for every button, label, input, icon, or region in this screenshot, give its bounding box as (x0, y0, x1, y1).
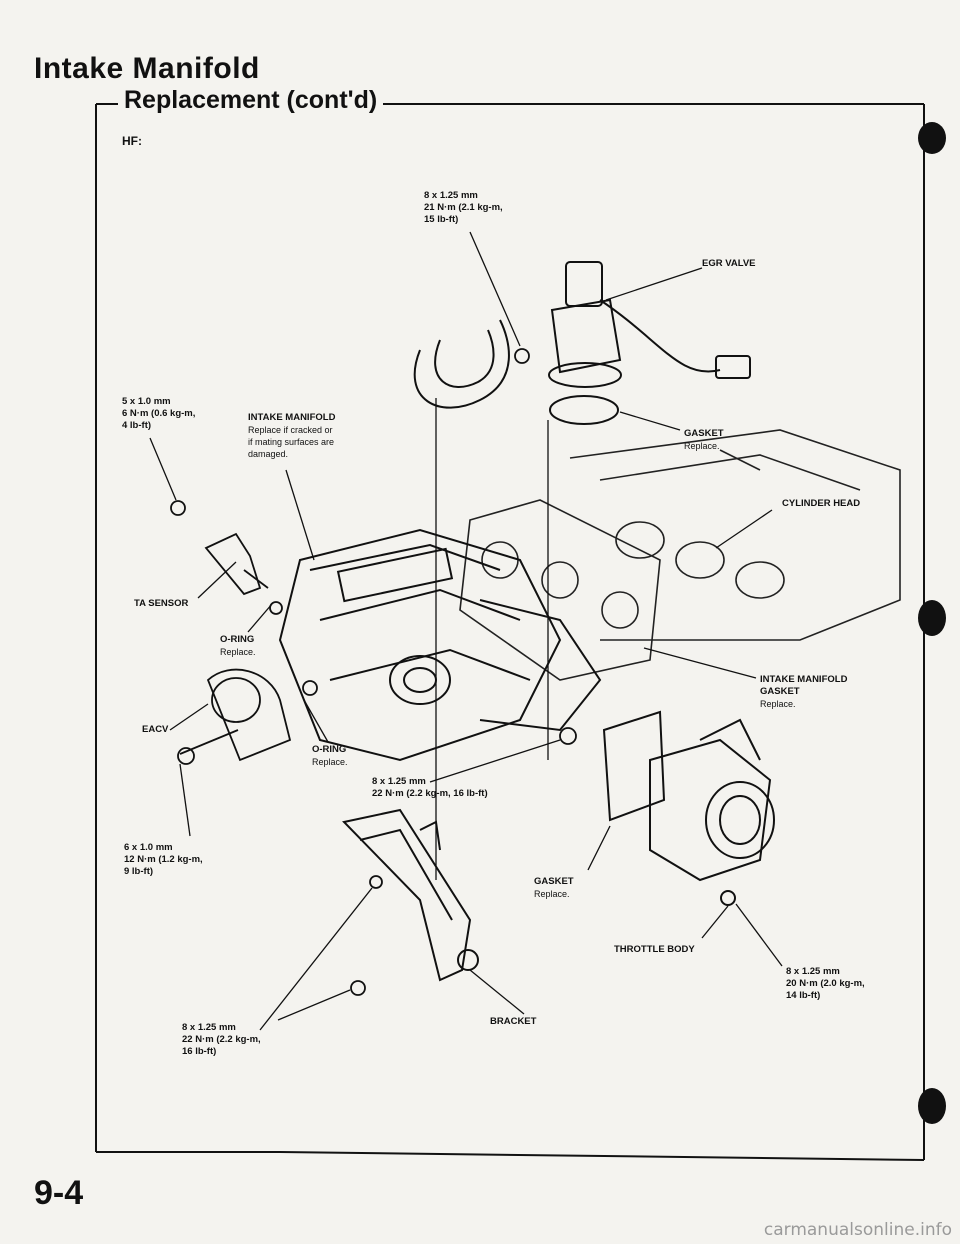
callout-eacv-bolt: 6 x 1.0 mm 12 N·m (1.2 kg-m, 9 lb-ft) (124, 842, 203, 877)
page-number: 9-4 (34, 1174, 84, 1212)
callout-eacv: EACV (142, 724, 169, 735)
throttle-body-drawing (602, 710, 775, 906)
callout-gasket-tb: GASKET Replace. (534, 876, 574, 899)
binder-marks (918, 122, 946, 1124)
egr-valve-drawing (548, 261, 751, 425)
leader-lines (149, 231, 783, 1031)
callout-ta-sensor: TA SENSOR (134, 598, 189, 609)
callout-tb-nut: 8 x 1.25 mm 22 N·m (2.2 kg-m, 16 lb-ft) (372, 776, 488, 799)
page-title: Intake Manifold (34, 52, 260, 85)
callout-egr-bolt: 8 x 1.25 mm 21 N·m (2.1 kg-m, 15 lb-ft) (424, 190, 503, 225)
callout-egr-valve: EGR VALVE (702, 258, 756, 269)
callout-tb-bolt: 8 x 1.25 mm 20 N·m (2.0 kg-m, 14 lb-ft) (786, 966, 865, 1001)
callout-gasket-egr: GASKET Replace. (684, 428, 724, 451)
watermark: carmanualsonline.info (763, 1220, 952, 1240)
page-frame (95, 103, 925, 1161)
callout-throttle-body: THROTTLE BODY (614, 944, 695, 955)
ta-sensor-drawing (204, 532, 269, 596)
callout-oring-2: O-RING Replace. (312, 744, 348, 767)
callout-ta-bolt: 5 x 1.0 mm 6 N·m (0.6 kg-m, 4 lb-ft) (122, 396, 196, 431)
callout-manifold-gasket: INTAKE MANIFOLD GASKET Replace. (760, 674, 848, 709)
callout-bracket-bolt: 8 x 1.25 mm 22 N·m (2.2 kg-m, 16 lb-ft) (182, 1022, 261, 1057)
bracket-drawing (342, 808, 479, 982)
callout-oring-1: O-RING Replace. (220, 634, 256, 657)
fasteners (170, 348, 577, 996)
egr-hose-drawing (413, 319, 510, 409)
intake-manifold-drawing (278, 528, 602, 762)
manifold-gasket-drawing (459, 499, 661, 681)
variant-label: HF: (122, 134, 142, 148)
callout-cylinder-head: CYLINDER HEAD (782, 498, 861, 509)
cylinder-head-drawing (569, 429, 901, 641)
eacv-drawing (179, 668, 292, 762)
callout-intake-manifold: INTAKE MANIFOLD Replace if cracked or if… (248, 412, 336, 459)
callout-bracket: BRACKET (490, 1016, 537, 1027)
section-title: Replacement (cont'd) (118, 86, 384, 115)
